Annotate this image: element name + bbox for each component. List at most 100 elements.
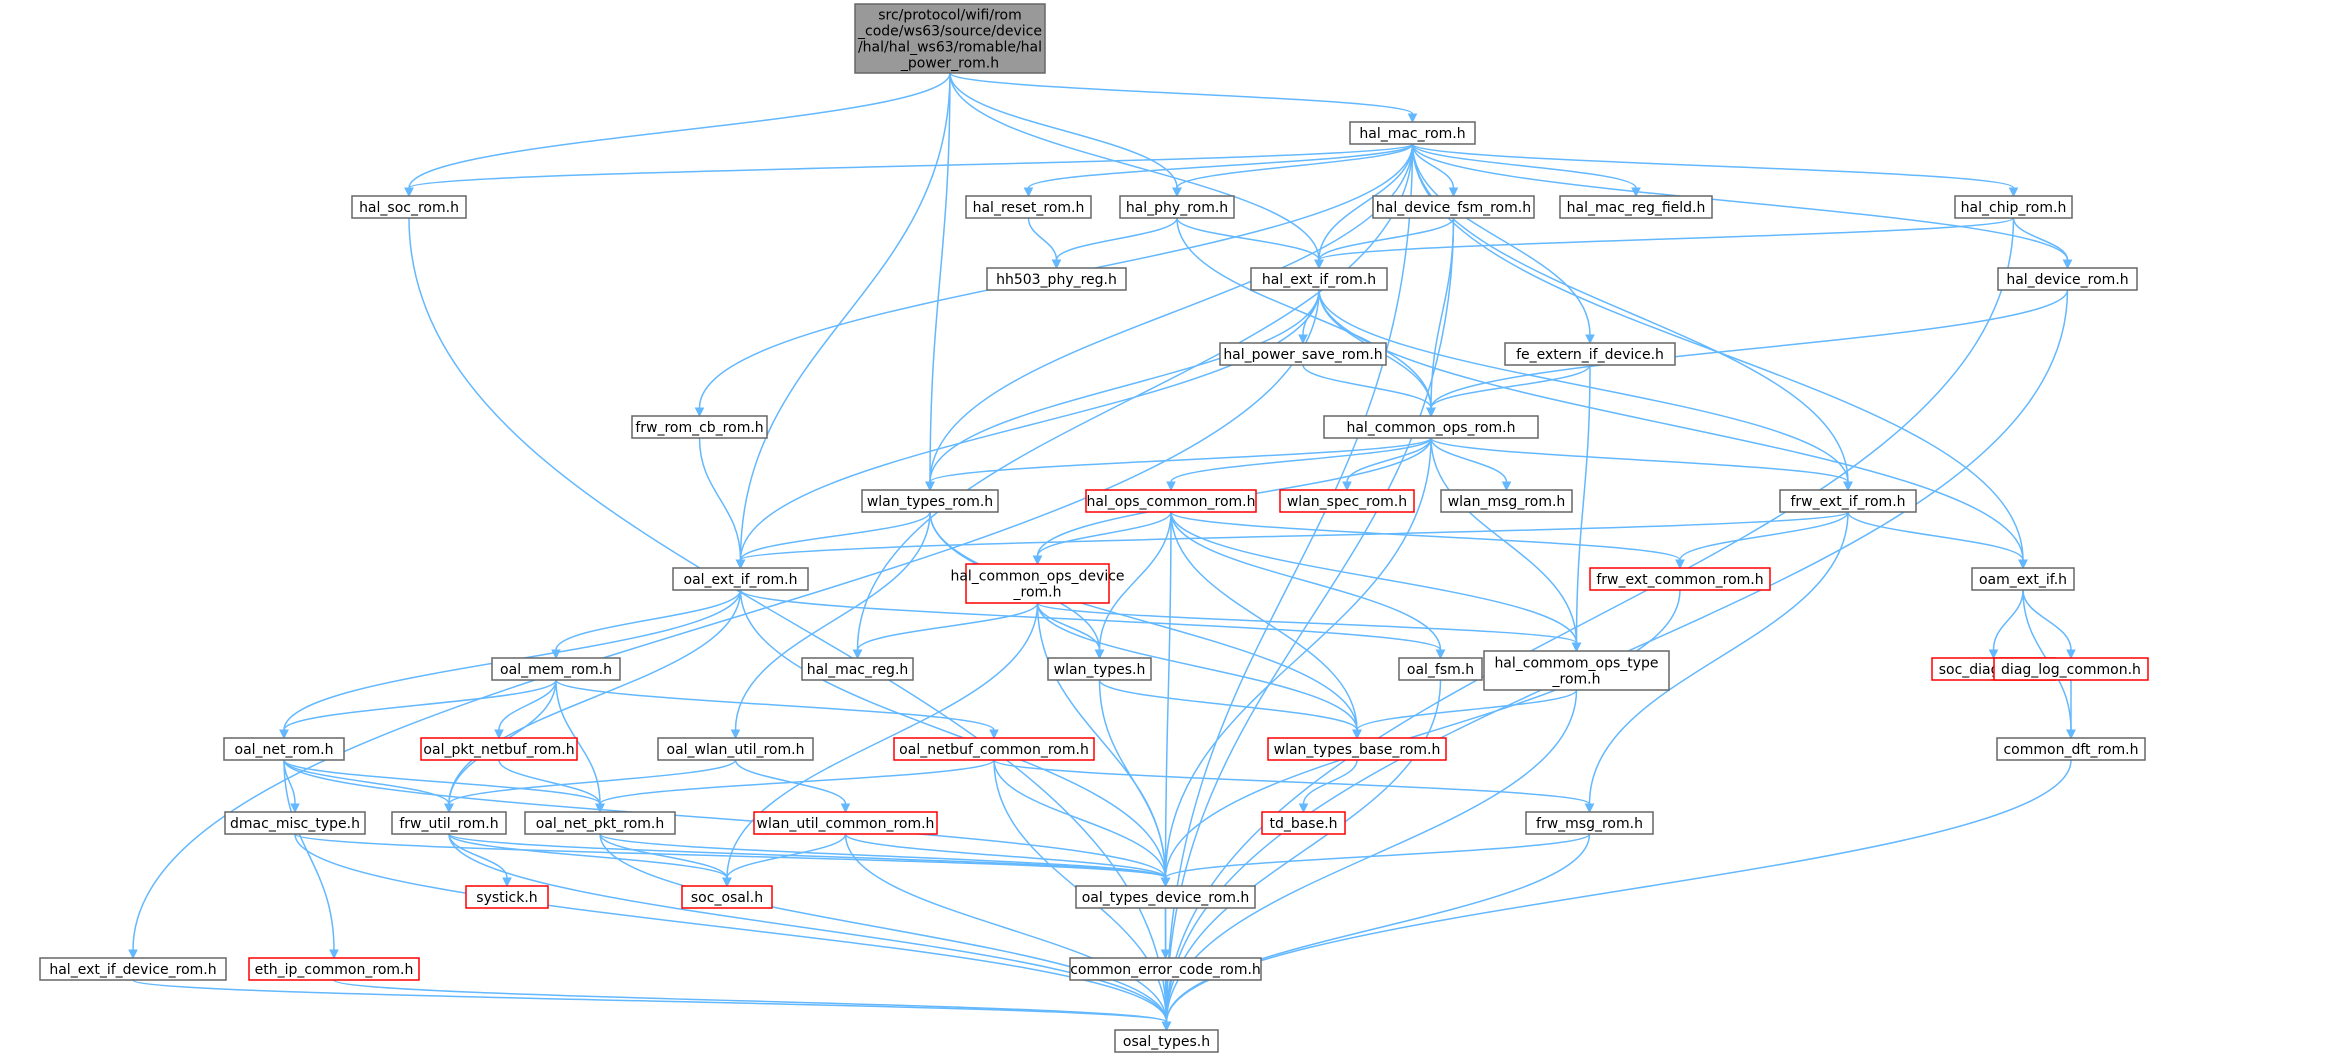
node-box [753,811,938,835]
node-root[interactable]: src/protocol/wifi/rom_code/ws63/source/d… [854,3,1046,74]
node-label: hal_common_ops_rom.h [1346,420,1515,436]
node-frw-ext-if-rom[interactable]: frw_ext_if_rom.h [1779,489,1917,513]
node-dmac-misc-type[interactable]: dmac_misc_type.h [224,811,366,835]
edge-hal_common_ops_rom-to-wlan_msg_rom [1430,437,1512,492]
edge-oal_net_rom-to-eth_ip_common_rom [283,759,339,960]
node-oal-pkt-netbuf-rom[interactable]: oal_pkt_netbuf_rom.h [420,737,578,761]
node-box [224,811,366,835]
edge-hal_mac_rom-to-fe_extern_if_device [1411,143,1595,345]
edge-root-to-hal_ext_if_rom [949,72,1324,270]
node-box [861,489,999,513]
node-box [1997,267,2138,291]
edge-frw_ext_if_rom-to-oam_ext_if [1847,511,2028,570]
node-box [1075,885,1256,909]
node-hal-reset-rom[interactable]: hal_reset_rom.h [965,195,1092,219]
node-label: hal_ops_common_rom.h [1086,494,1255,510]
node-hal-chip-rom[interactable]: hal_chip_rom.h [1954,195,2073,219]
node-hal-commom-ops-type-rom[interactable]: hal_commom_ops_type_rom.h [1483,650,1670,691]
node-box [1559,195,1713,219]
edge-oal_netbuf_common_rom-to-frw_msg_rom [993,759,1595,814]
edge-hal_commom_ops_type_rom-to-wlan_types_base_rom [1352,689,1578,740]
node-hh503-phy-reg[interactable]: hh503_phy_reg.h [986,267,1127,291]
node-oal-types-device-rom[interactable]: oal_types_device_rom.h [1075,885,1256,909]
node-box [1779,489,1917,513]
edge-hal_mac_rom-to-hal_chip_rom [1411,143,2019,198]
node-box [465,885,549,909]
node-wlan-types[interactable]: wlan_types.h [1047,657,1152,681]
node-label: hal_power_save_rom.h [1223,347,1382,363]
node-oam-ext-if[interactable]: oam_ext_if.h [1971,567,2075,591]
node-box [965,195,1092,219]
node-wlan-types-base-rom[interactable]: wlan_types_base_rom.h [1267,737,1447,761]
node-diag-log-common[interactable]: diag_log_common.h [1993,657,2149,681]
node-label: src/protocol/wifi/rom [878,8,1022,24]
edge-hal_ext_if_rom-to-wlan_types_rom [925,289,1320,492]
node-wlan-msg-rom[interactable]: wlan_msg_rom.h [1440,489,1573,513]
node-box [223,737,345,761]
node-oal-net-rom[interactable]: oal_net_rom.h [223,737,345,761]
node-oal-ext-if-rom[interactable]: oal_ext_if_rom.h [672,567,809,591]
node-hal-ext-if-rom[interactable]: hal_ext_if_rom.h [1250,267,1388,291]
node-label: oal_net_rom.h [235,742,334,758]
edge-hal_mac_rom-to-hal_phy_rom [1172,143,1414,198]
node-hal-device-fsm-rom[interactable]: hal_device_fsm_rom.h [1372,195,1535,219]
edge-wlan_types_rom-to-wlan_types_base_rom [929,511,1362,740]
edge-frw_util_rom-to-systick [448,833,512,888]
node-box [1372,195,1535,219]
node-hal-mac-reg-field[interactable]: hal_mac_reg_field.h [1559,195,1713,219]
node-td-base[interactable]: td_base.h [1261,811,1346,835]
node-hal-ext-if-device-rom[interactable]: hal_ext_if_device_rom.h [39,957,227,981]
node-box [1047,657,1152,681]
node-frw-ext-common-rom[interactable]: frw_ext_common_rom.h [1589,567,1771,591]
node-systick[interactable]: systick.h [465,885,549,909]
node-label: _rom.h [1013,585,1062,601]
node-label: dmac_misc_type.h [230,816,360,832]
edge-frw_util_rom-to-osal_types [448,833,1172,1032]
node-oal-net-pkt-rom[interactable]: oal_net_pkt_rom.h [524,811,676,835]
edge-wlan_util_common_rom-to-soc_osal [722,833,847,888]
edge-hal_phy_rom-to-hal_ext_if_rom [1176,217,1324,270]
node-common-error-code-rom[interactable]: common_error_code_rom.h [1069,957,1262,981]
node-label: _code/ws63/source/device [857,24,1042,40]
node-oal-fsm[interactable]: oal_fsm.h [1398,657,1483,681]
node-frw-msg-rom[interactable]: frw_msg_rom.h [1525,811,1654,835]
node-box [1085,489,1257,513]
node-eth-ip-common-rom[interactable]: eth_ip_common_rom.h [248,957,420,981]
node-hal-soc-rom[interactable]: hal_soc_rom.h [351,195,467,219]
node-box [420,737,578,761]
node-frw-util-rom[interactable]: frw_util_rom.h [391,811,507,835]
node-common-dft-rom[interactable]: common_dft_rom.h [1996,737,2146,761]
node-fe-extern-if-device[interactable]: fe_extern_if_device.h [1504,342,1676,366]
node-hal-ops-common-rom[interactable]: hal_ops_common_rom.h [1085,489,1257,513]
node-wlan-util-common-rom[interactable]: wlan_util_common_rom.h [753,811,938,835]
node-label: oal_netbuf_common_rom.h [899,742,1089,758]
node-label: oam_ext_if.h [1979,572,2067,588]
edge-dmac_misc_type-to-oal_types_device_rom [294,833,1171,888]
node-osal-types[interactable]: osal_types.h [1114,1029,1219,1053]
node-hal-device-rom[interactable]: hal_device_rom.h [1997,267,2138,291]
node-oal-wlan-util-rom[interactable]: oal_wlan_util_rom.h [657,737,814,761]
node-hal-common-ops-rom[interactable]: hal_common_ops_rom.h [1323,415,1539,439]
node-hal-common-ops-device-rom[interactable]: hal_common_ops_device_rom.h [950,563,1125,604]
node-hal-mac-rom[interactable]: hal_mac_rom.h [1349,121,1476,145]
node-wlan-spec-rom[interactable]: wlan_spec_rom.h [1279,489,1415,513]
node-label: systick.h [476,890,537,906]
node-box [1250,267,1388,291]
node-oal-netbuf-common-rom[interactable]: oal_netbuf_common_rom.h [893,737,1095,761]
node-box [1219,342,1387,366]
node-hal-power-save-rom[interactable]: hal_power_save_rom.h [1219,342,1387,366]
node-label: hal_device_fsm_rom.h [1376,200,1531,216]
node-oal-mem-rom[interactable]: oal_mem_rom.h [491,657,621,681]
node-box [1398,657,1483,681]
node-label: hal_common_ops_device [950,569,1124,585]
edge-hal_phy_rom-to-hal_common_ops_rom [1176,217,1436,418]
node-frw-rom-cb-rom[interactable]: frw_rom_cb_rom.h [631,415,768,439]
node-label: hal_mac_reg_field.h [1567,200,1706,216]
node-label: frw_util_rom.h [399,816,498,832]
node-hal-mac-reg[interactable]: hal_mac_reg.h [801,657,914,681]
node-wlan-types-rom[interactable]: wlan_types_rom.h [861,489,999,513]
node-soc-osal[interactable]: soc_osal.h [681,885,773,909]
node-box [1119,195,1235,219]
node-hal-phy-rom[interactable]: hal_phy_rom.h [1119,195,1235,219]
edge-hal_ext_if_rom-to-oal_ext_if_rom [735,289,1320,570]
